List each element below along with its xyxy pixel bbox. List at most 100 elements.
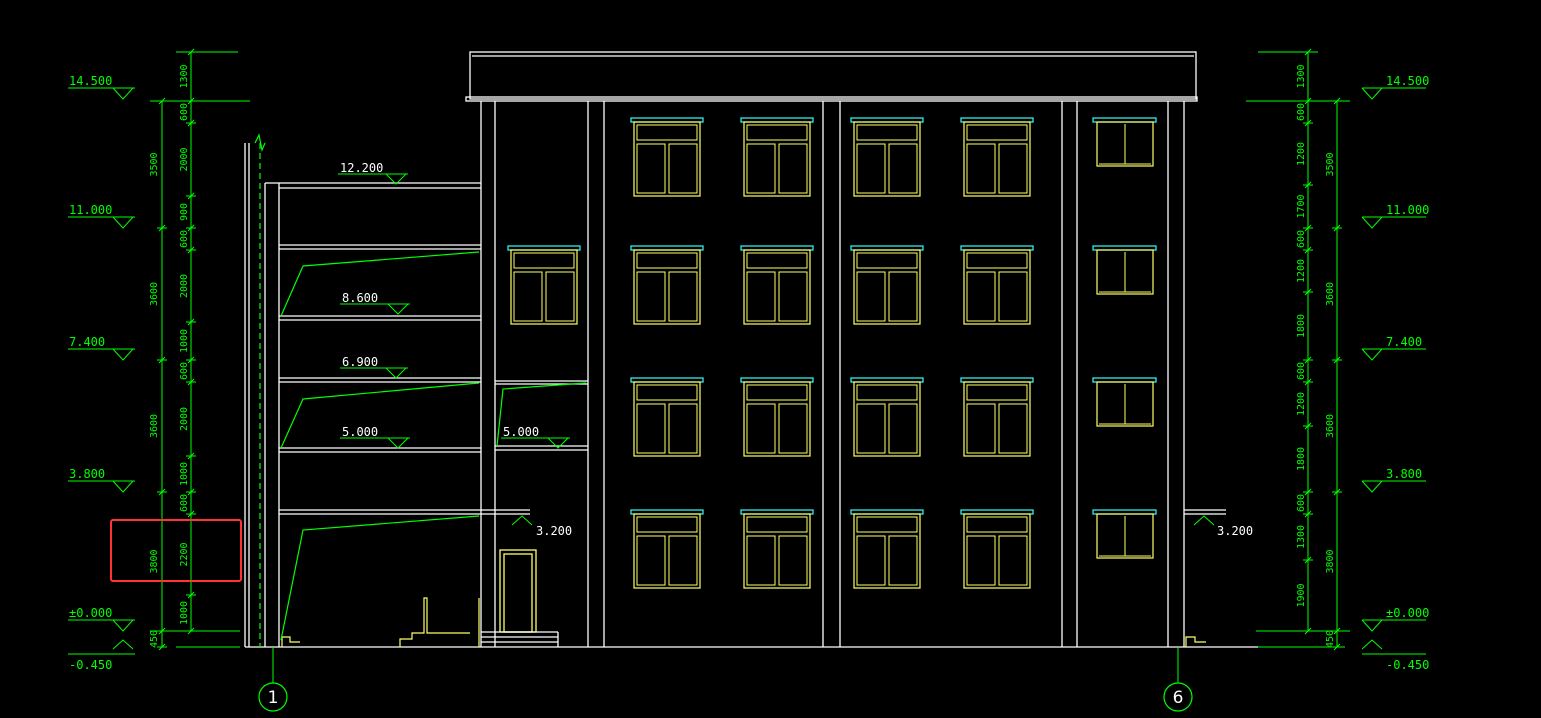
- left-inner-dim-3: 900: [179, 203, 190, 221]
- side-window-4: [1092, 509, 1157, 559]
- left-outer-chain-slash: [158, 643, 166, 651]
- window-r2-c3: [850, 245, 924, 325]
- window-r2-c2: [740, 245, 814, 325]
- left-inner-chain-slash: [187, 488, 195, 496]
- section-marker: [387, 303, 409, 315]
- left-wing-details: [254, 133, 1206, 647]
- left-inner-chain-slash: [187, 318, 195, 326]
- section-label-1: 8.600: [342, 291, 378, 305]
- side-window-1: [1092, 117, 1157, 167]
- left-inner-dim-2: 2000: [179, 147, 190, 171]
- left-elev-label-5: -0.450: [69, 658, 112, 672]
- section-marker: [385, 367, 407, 379]
- right-inner-dim-3: 1700: [1296, 194, 1307, 218]
- dimension-lines: [68, 48, 1426, 712]
- window-r4-c4: [960, 509, 1034, 589]
- left-inner-chain-slash: [187, 192, 195, 200]
- right-elev-label-3: 3.800: [1386, 467, 1422, 481]
- right-elev-label-2: 7.400: [1386, 335, 1422, 349]
- window-r3-c4: [960, 377, 1034, 457]
- left-outer-dim-1: 3600: [149, 282, 160, 306]
- left-outer-dim-2: 3600: [149, 414, 160, 438]
- left-inner-dim-1: 600: [179, 103, 190, 121]
- right-inner-chain-slash: [1304, 422, 1312, 430]
- left-elev-label-0: 14.500: [69, 74, 112, 88]
- section-label-3: 5.000: [342, 425, 378, 439]
- right-inner-dim-10: 600: [1296, 494, 1307, 512]
- left-inner-dim-9: 1000: [179, 462, 190, 486]
- left-outer-chain-slash: [158, 488, 166, 496]
- left-inner-dim-4: 600: [179, 230, 190, 248]
- left-inner-chain-slash: [187, 510, 195, 518]
- right-inner-dim-2: 1200: [1296, 142, 1307, 166]
- right-inner-dim-9: 1800: [1296, 447, 1307, 471]
- left-inner-dim-0: 1300: [179, 64, 190, 88]
- right-inner-chain-slash: [1304, 246, 1312, 254]
- right-outer-dim-1: 3600: [1325, 282, 1336, 306]
- section-label-6: 3.200: [1217, 524, 1253, 538]
- left-inner-chain-slash: [187, 224, 195, 232]
- right-outer-chain-slash: [1333, 224, 1341, 232]
- right-outer-dim-0: 3500: [1325, 152, 1336, 176]
- section-marker: [387, 437, 409, 449]
- left-inner-chain-slash: [187, 356, 195, 364]
- left-outer-dim-3: 3800: [149, 549, 160, 573]
- window-r2-c4: [960, 245, 1034, 325]
- left-elev-label-3: 3.800: [69, 467, 105, 481]
- highlight-box[interactable]: [110, 519, 242, 582]
- axis-bubble-1: [258, 682, 288, 712]
- right-elev-label-1: 11.000: [1386, 203, 1429, 217]
- right-inner-dim-4: 600: [1296, 230, 1307, 248]
- right-elev-label-4: ±0.000: [1386, 606, 1429, 620]
- right-inner-chain-slash: [1304, 510, 1312, 518]
- window-r4-c1: [630, 509, 704, 589]
- section-label-2: 6.900: [342, 355, 378, 369]
- left-outer-chain-slash: [158, 356, 166, 364]
- right-inner-dim-12: 1900: [1296, 583, 1307, 607]
- right-inner-chain-slash: [1304, 288, 1312, 296]
- left-inner-chain-slash: [187, 591, 195, 599]
- window-r1-c1: [630, 117, 704, 197]
- left-inner-dim-7: 600: [179, 362, 190, 380]
- left-inner-chain-slash: [187, 119, 195, 127]
- left-elev-label-4: ±0.000: [69, 606, 112, 620]
- section-marker: [511, 515, 533, 526]
- right-outer-chain-slash: [1333, 356, 1341, 364]
- axis-label-6: 6: [1173, 688, 1184, 708]
- right-outer-dim-2: 3600: [1325, 414, 1336, 438]
- window-r3-c2: [740, 377, 814, 457]
- right-outer-chain-slash: [1333, 488, 1341, 496]
- left-inner-dim-11: 2200: [179, 542, 190, 566]
- left-outer-dim-0: 3500: [149, 152, 160, 176]
- right-elev-label-5: -0.450: [1386, 658, 1429, 672]
- right-outer-dim-4: 450: [1325, 630, 1336, 648]
- right-inner-dim-0: 1300: [1296, 64, 1307, 88]
- window-r2-c1: [630, 245, 704, 325]
- right-elev-label-0: 14.500: [1386, 74, 1429, 88]
- right-inner-dim-11: 1300: [1296, 525, 1307, 549]
- left-inner-chain-slash: [187, 378, 195, 386]
- section-label-5: 3.200: [536, 524, 572, 538]
- right-inner-dim-8: 1200: [1296, 392, 1307, 416]
- left-inner-dim-12: 1000: [179, 601, 190, 625]
- right-inner-chain-slash: [1304, 119, 1312, 127]
- right-inner-chain-slash: [1304, 181, 1312, 189]
- left-outer-chain-slash: [158, 224, 166, 232]
- left-inner-chain-slash: [187, 452, 195, 460]
- dimension-labels: 3500360036003800450130060020009006002000…: [69, 64, 1429, 708]
- window-r4-c3: [850, 509, 924, 589]
- window-r4-c2: [740, 509, 814, 589]
- right-inner-chain-slash: [1304, 556, 1312, 564]
- section-label-0: 12.200: [340, 161, 383, 175]
- roof-parapet: [469, 51, 1197, 100]
- entrance-door: [499, 549, 537, 633]
- left-inner-dim-6: 1000: [179, 329, 190, 353]
- section-label-4: 5.000: [503, 425, 539, 439]
- right-inner-chain-slash: [1304, 488, 1312, 496]
- left-inner-chain-slash: [187, 246, 195, 254]
- window-r3-c3: [850, 377, 924, 457]
- window-r1-c3: [850, 117, 924, 197]
- right-inner-dim-5: 1200: [1296, 259, 1307, 283]
- right-inner-chain-slash: [1304, 378, 1312, 386]
